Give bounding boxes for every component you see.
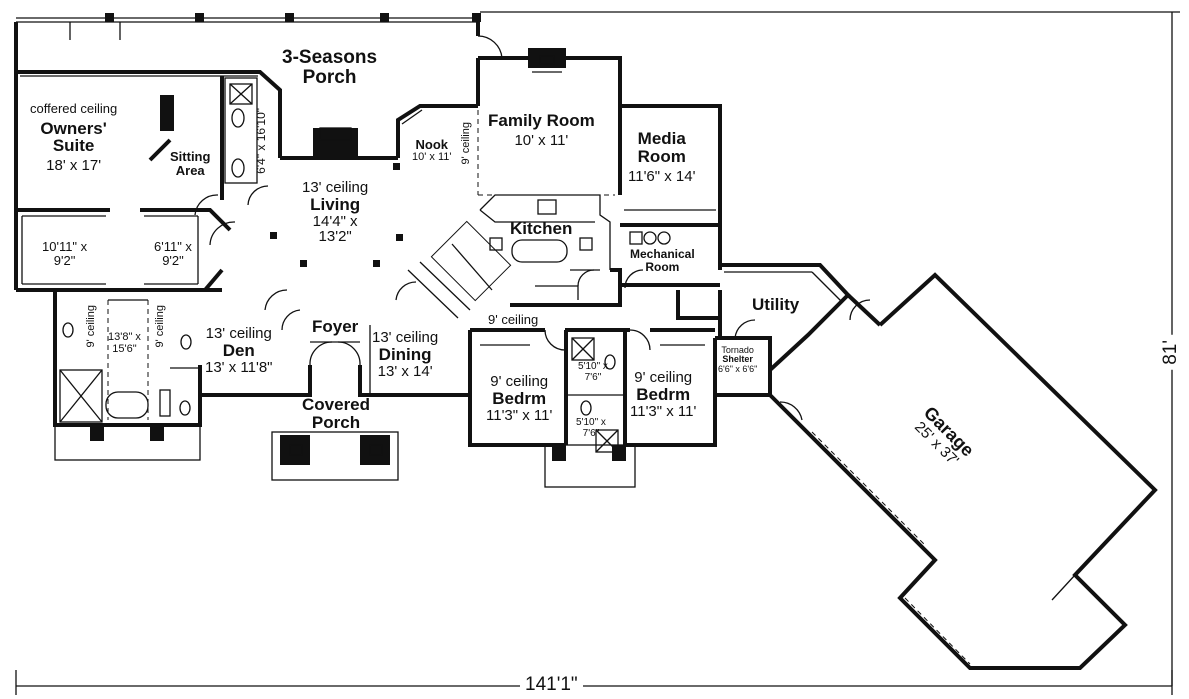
bedroom-wing-walls [468, 328, 717, 488]
nook-ceiling-label: 9' ceiling [460, 122, 472, 165]
sitting-name-2: Area [175, 162, 205, 178]
nook-size: 10' x 11' [412, 150, 452, 163]
bedrm2-note: 9' ceiling [634, 369, 693, 386]
living-size-1: 14'4" x [312, 212, 358, 230]
mechanical-name: Mechanical [630, 247, 695, 261]
living-note: 13' ceiling [302, 179, 369, 196]
dining-size: 13' x 14' [377, 362, 433, 380]
dining-note: 13' ceiling [372, 329, 439, 346]
closet-right-label: 6'11" x 9'2" [154, 240, 192, 267]
closet-left-size-2: 9'2" [53, 252, 76, 268]
media-size: 11'6" x 14' [628, 167, 696, 185]
bedroom-1-label: 9' ceiling Bedrm 11'3" x 11' [486, 374, 552, 423]
bedrm1-note: 9' ceiling [490, 373, 549, 390]
bath2-size-1: 5'10" x [578, 361, 608, 372]
bath-2-label: 5'10" x 7'6" [578, 361, 608, 383]
wic-walls [224, 77, 258, 184]
nook-name: Nook [415, 137, 448, 152]
family-room-label: Family Room 10' x 11' [488, 112, 595, 149]
dining-name: Dining [378, 344, 432, 364]
owners-suite-label: coffered ceiling Owners' Suite 18' x 17' [30, 102, 117, 174]
media-room-label: Media Room 11'6" x 14' [628, 130, 696, 184]
living-walls [270, 104, 478, 267]
covered-name-2: Porch [311, 412, 361, 432]
den-name: Den [222, 340, 255, 360]
family-size: 10' x 11' [514, 131, 569, 149]
covered-name: Covered [302, 395, 371, 414]
hall-ceiling-label: 9' ceiling [488, 312, 539, 327]
overall-dimension-lines [15, 11, 1180, 695]
den-note: 13' ceiling [205, 325, 272, 342]
media-name-2: Room [637, 146, 686, 166]
kitchen-walls [479, 194, 622, 307]
bedrm1-size: 11'3" x 11' [486, 406, 553, 424]
sitting-name: Sitting [170, 149, 211, 164]
mechanical-room-label: Mechanical Room [630, 248, 695, 273]
utility-label: Utility [752, 295, 800, 314]
three-seasons-name: 3-Seasons [282, 47, 378, 68]
tornado-size: 6'6" x 6'6" [718, 363, 758, 374]
bedrm2-name: Bedrm [636, 384, 691, 404]
bedrm1-name: Bedrm [492, 388, 547, 408]
foyer-label: Foyer [312, 317, 359, 336]
kitchen-label: Kitchen [510, 219, 573, 238]
closet-left-size-1: 10'11" x [42, 239, 88, 254]
overall-width-dimension: 141'1" [520, 674, 583, 696]
three-seasons-porch-walls [14, 13, 503, 290]
overall-depth-dimension: 81' [1160, 335, 1182, 370]
dining-label: 13' ceiling Dining 13' x 14' [372, 330, 438, 379]
tornado-name: Tornado [721, 345, 754, 355]
bedroom-2-label: 9' ceiling Bedrm 11'3" x 11' [630, 370, 696, 419]
covered-porch-walls [271, 431, 399, 481]
owners-bath-size-2: 15'6" [112, 342, 137, 355]
sitting-area-label: Sitting Area [170, 150, 210, 177]
media-name: Media [637, 129, 686, 148]
bath3-size-2: 7'6" [582, 427, 600, 439]
three-seasons-porch-label: 3-Seasons Porch [282, 48, 377, 88]
den-walls [200, 268, 370, 397]
closet-right-size-2: 9'2" [162, 252, 184, 268]
den-size: 13' x 11'8" [205, 358, 273, 376]
bedrm2-size: 11'3" x 11' [630, 402, 697, 420]
owners-bath-ceiling-right: 9' ceiling [154, 305, 166, 348]
three-seasons-name-2: Porch [302, 66, 357, 88]
covered-porch-label: Covered Porch [302, 396, 370, 432]
bath3-size-1: 5'10" x [576, 417, 606, 428]
living-label: 13' ceiling Living 14'4" x 13'2" [302, 180, 368, 245]
living-size-2: 13'2" [318, 228, 352, 246]
mechanical-name-2: Room [645, 259, 680, 274]
owners-note: coffered ceiling [30, 101, 118, 116]
bath2-size-2: 7'6" [584, 371, 602, 383]
mechanical-walls [620, 223, 720, 289]
owners-bath-label: 13'8" x 15'6" [108, 331, 141, 355]
bath-3-label: 5'10" x 7'6" [576, 417, 606, 439]
tornado-shelter-label: Tornado Shelter 6'6" x 6'6" [718, 345, 758, 374]
tornado-name-2: Shelter [722, 354, 753, 365]
owners-size: 18' x 17' [46, 157, 102, 175]
wic-size-label: 6'4" x 16'10" [254, 108, 268, 174]
garage-walls [768, 272, 1158, 670]
nook-label: Nook 10' x 11' [412, 138, 451, 163]
owners-name-2: Suite [52, 136, 95, 156]
closet-left-label: 10'11" x 9'2" [42, 240, 87, 267]
closet-right-size-1: 6'11" x [154, 239, 192, 254]
owners-bath-ceiling-left: 9' ceiling [85, 305, 97, 348]
owners-bath-size-1: 13'8" x [108, 331, 141, 343]
utility-walls [676, 263, 882, 397]
owners-name: Owners' [40, 118, 107, 138]
family-name: Family Room [488, 111, 595, 130]
den-label: 13' ceiling Den 13' x 11'8" [205, 326, 273, 375]
living-name: Living [310, 194, 361, 214]
owners-bath-walls [53, 290, 202, 461]
